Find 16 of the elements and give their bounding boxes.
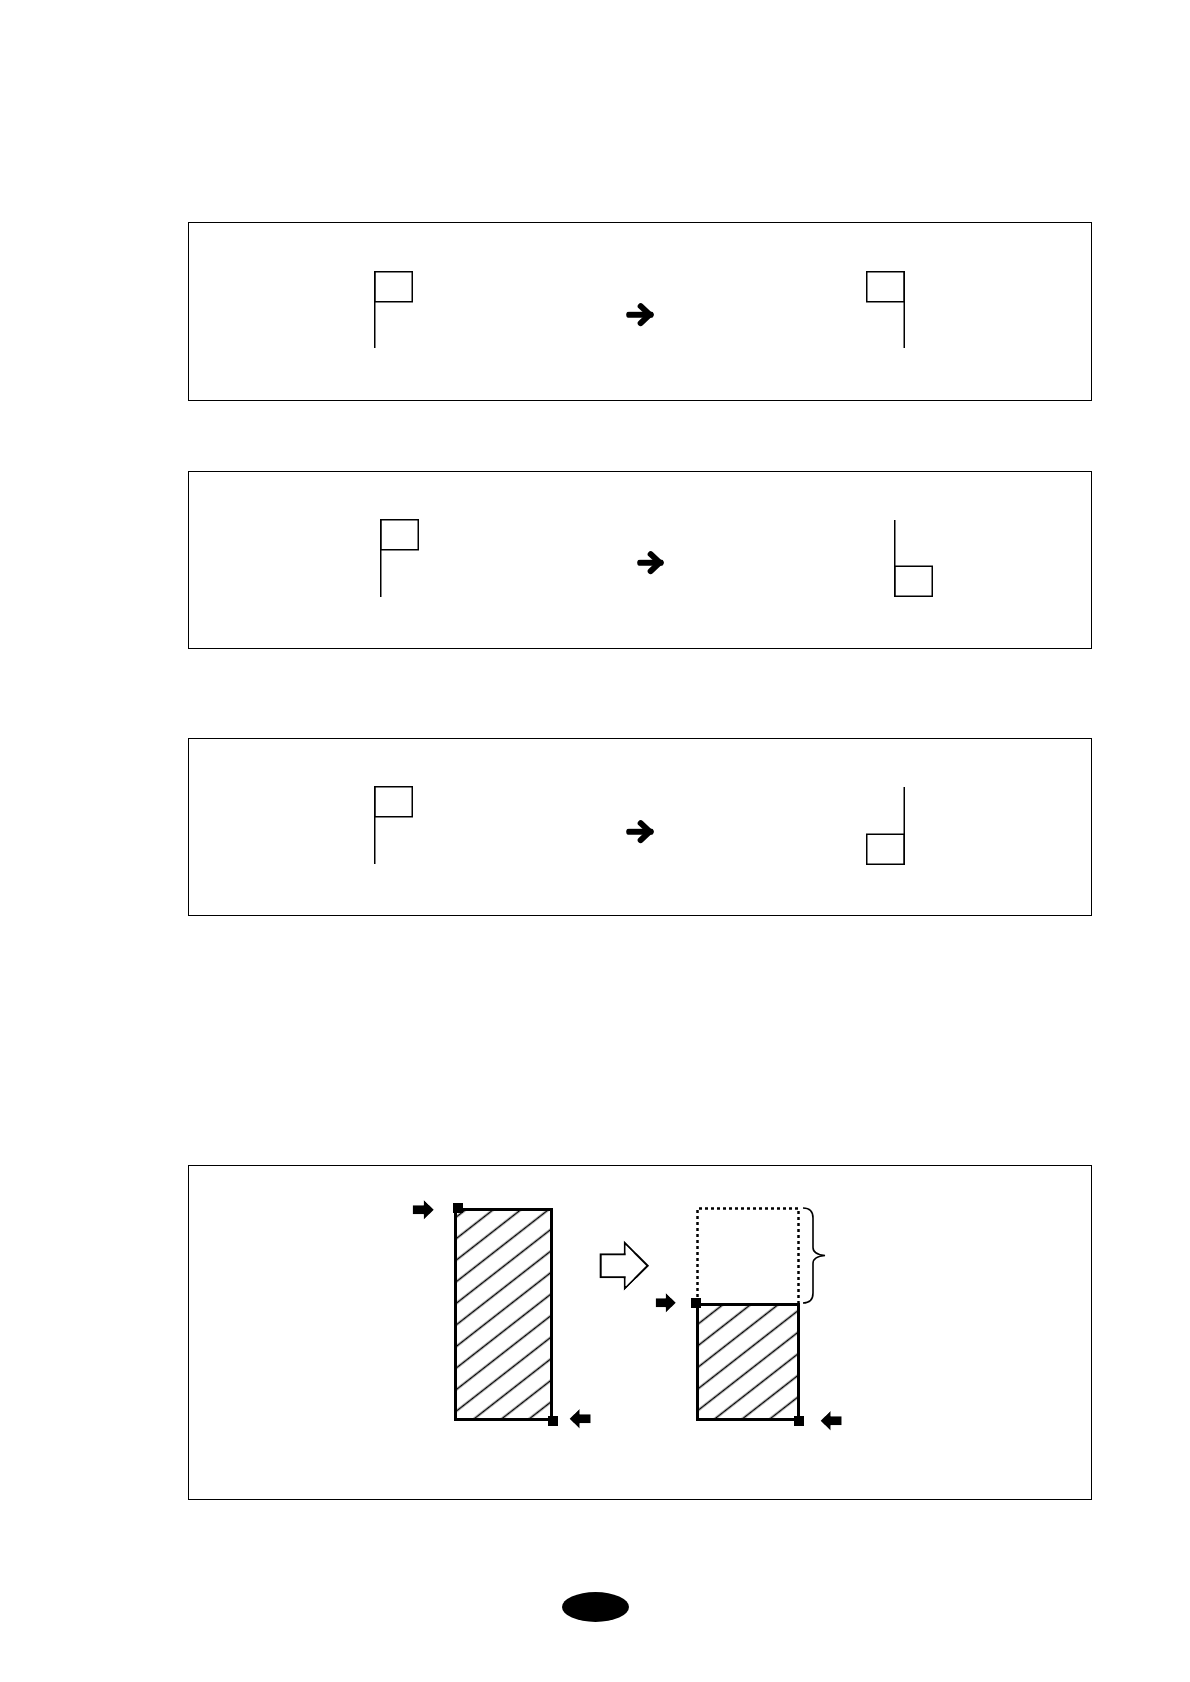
flag-icon xyxy=(379,518,419,597)
flag-icon xyxy=(865,786,905,865)
panel xyxy=(188,738,1092,916)
shortened-hatched-bar xyxy=(695,1206,800,1421)
panel xyxy=(188,1165,1092,1500)
hatched-bar xyxy=(453,1207,553,1421)
corner-marker-icon xyxy=(690,1297,701,1308)
flag-icon xyxy=(373,785,413,864)
corner-marker-icon xyxy=(793,1415,804,1426)
flag-icon xyxy=(865,270,905,348)
corner-marker-icon xyxy=(452,1202,463,1213)
corner-marker-icon xyxy=(547,1415,558,1426)
panel xyxy=(188,222,1092,401)
flag-icon xyxy=(373,270,413,348)
panel xyxy=(188,471,1092,649)
flag-icon xyxy=(893,519,933,597)
